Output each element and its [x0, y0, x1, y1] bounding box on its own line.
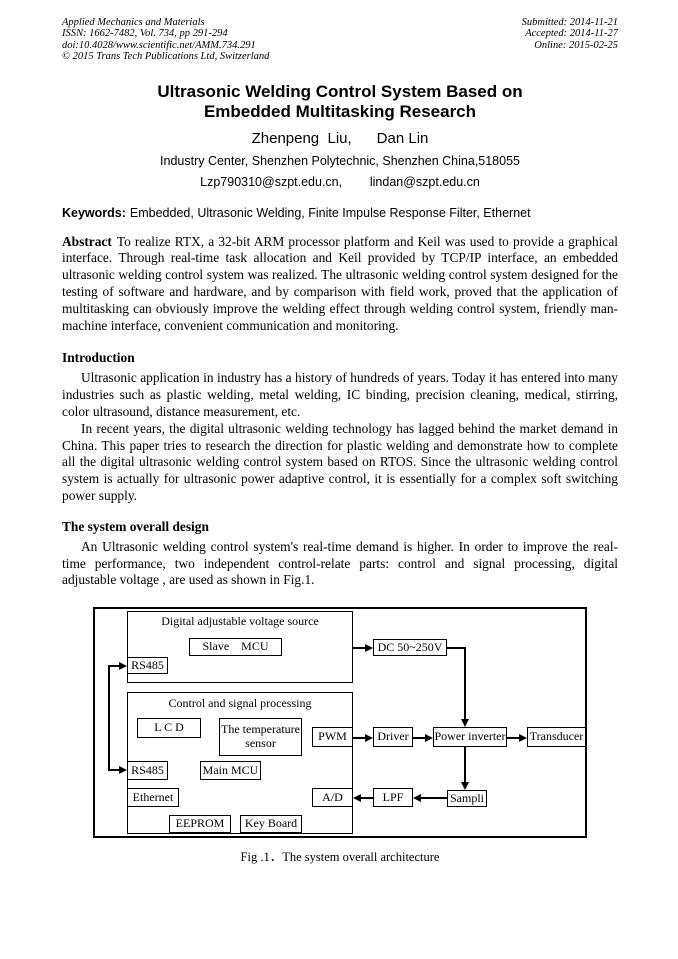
submitted-date: Submitted: 2014-11-21	[521, 17, 618, 28]
connector-line	[108, 665, 110, 771]
block-digital-adjustable-voltage-source	[127, 611, 353, 684]
connector-line	[359, 797, 373, 799]
introduction-paragraph-2: In recent years, the digital ultrasonic …	[62, 420, 618, 504]
figure-box-dc-50-250v: DC 50~250V	[373, 639, 447, 657]
arrowhead	[119, 766, 127, 775]
connector-line	[464, 747, 466, 785]
abstract-text: To realize RTX, a 32-bit ARM processor p…	[62, 233, 618, 333]
figure-1-diagram: Digital adjustable voltage source Contro…	[93, 607, 587, 839]
keywords-label: Keywords:	[62, 206, 126, 221]
figure-box-slave-mcu: Slave MCU	[189, 638, 282, 657]
figure-box-driver: Driver	[373, 727, 413, 748]
figure-box-power-inverter: Power inverter	[433, 727, 507, 748]
block-label-digital-adjustable-voltage-source: Digital adjustable voltage source	[161, 614, 319, 629]
figure-box-keyboard: Key Board	[240, 815, 302, 834]
figure-caption: Fig .1．The system overall architecture	[240, 850, 440, 865]
connector-line	[413, 737, 427, 739]
section-heading-design: The system overall design	[62, 518, 209, 534]
affiliation: Industry Center, Shenzhen Polytechnic, S…	[160, 154, 520, 169]
journal-header: Applied Mechanics and Materials ISSN: 16…	[62, 17, 618, 62]
arrowhead	[461, 719, 469, 728]
arrowhead	[519, 734, 527, 743]
keywords-line: Keywords:Embedded, Ultrasonic Welding, F…	[62, 206, 618, 221]
submission-dates: Submitted: 2014-11-21 Accepted: 2014-11-…	[522, 17, 618, 62]
online-date: Online: 2015-02-25	[534, 39, 618, 51]
introduction-paragraph-1: Ultrasonic application in industry has a…	[62, 370, 618, 420]
figure-box-rs485-top: RS485	[127, 657, 168, 675]
connector-line	[447, 647, 466, 649]
title-line-2: Embedded Multitasking Research	[203, 102, 477, 122]
connector-line	[353, 737, 367, 739]
connector-line	[108, 769, 121, 771]
page-title: Ultrasonic Welding Control System Based …	[62, 82, 618, 122]
figure-box-lpf: LPF	[373, 788, 413, 808]
arrowhead	[425, 734, 433, 743]
figure-box-ad: A/D	[312, 788, 353, 808]
arrowhead	[119, 662, 127, 671]
figure-box-sampli: Sampli	[447, 790, 487, 808]
connector-line	[353, 647, 367, 649]
arrowhead	[461, 782, 469, 791]
abstract-label: Abstract	[62, 233, 112, 249]
figure-box-main-mcu: Main MCU	[200, 761, 261, 781]
figure-box-temperature-sensor: The temperature sensor	[219, 718, 302, 757]
arrowhead	[365, 734, 373, 743]
arrowhead	[353, 794, 361, 803]
figure-box-pwm: PWM	[312, 727, 353, 748]
figure-box-ethernet: Ethernet	[127, 788, 179, 808]
arrowhead	[413, 794, 421, 803]
title-line-1: Ultrasonic Welding Control System Based …	[157, 82, 523, 102]
design-paragraph-1: An Ultrasonic welding control system's r…	[62, 538, 618, 588]
connector-line	[507, 737, 521, 739]
keywords-text: Embedded, Ultrasonic Welding, Finite Imp…	[129, 206, 531, 221]
author-emails: Lzp790310@szpt.edu.cn, lindan@szpt.edu.c…	[200, 175, 480, 190]
section-heading-introduction: Introduction	[62, 350, 135, 366]
authors: Zhenpeng Liu, Dan Lin	[251, 130, 429, 148]
figure-box-rs485-bottom: RS485	[127, 761, 168, 781]
block-label-control-and-signal-processing: Control and signal processing	[168, 696, 312, 711]
connector-line	[464, 647, 466, 722]
journal-copyright: © 2015 Trans Tech Publications Ltd, Swit…	[62, 50, 270, 62]
connector-line	[419, 797, 447, 799]
figure-box-lcd: L C D	[137, 718, 201, 739]
figure-box-eeprom: EEPROM	[169, 815, 231, 834]
journal-issn: ISSN: 1662-7482, Vol. 734, pp 291-294	[62, 28, 228, 40]
journal-info: Applied Mechanics and Materials ISSN: 16…	[62, 17, 269, 62]
journal-doi: doi:10.4028/www.scientific.net/AMM.734.2…	[62, 39, 256, 51]
connector-line	[108, 665, 121, 667]
journal-name: Applied Mechanics and Materials	[62, 17, 205, 28]
arrowhead	[365, 644, 373, 653]
figure-box-transducer: Transducer	[527, 727, 586, 748]
accepted-date: Accepted: 2014-11-27	[525, 28, 618, 40]
